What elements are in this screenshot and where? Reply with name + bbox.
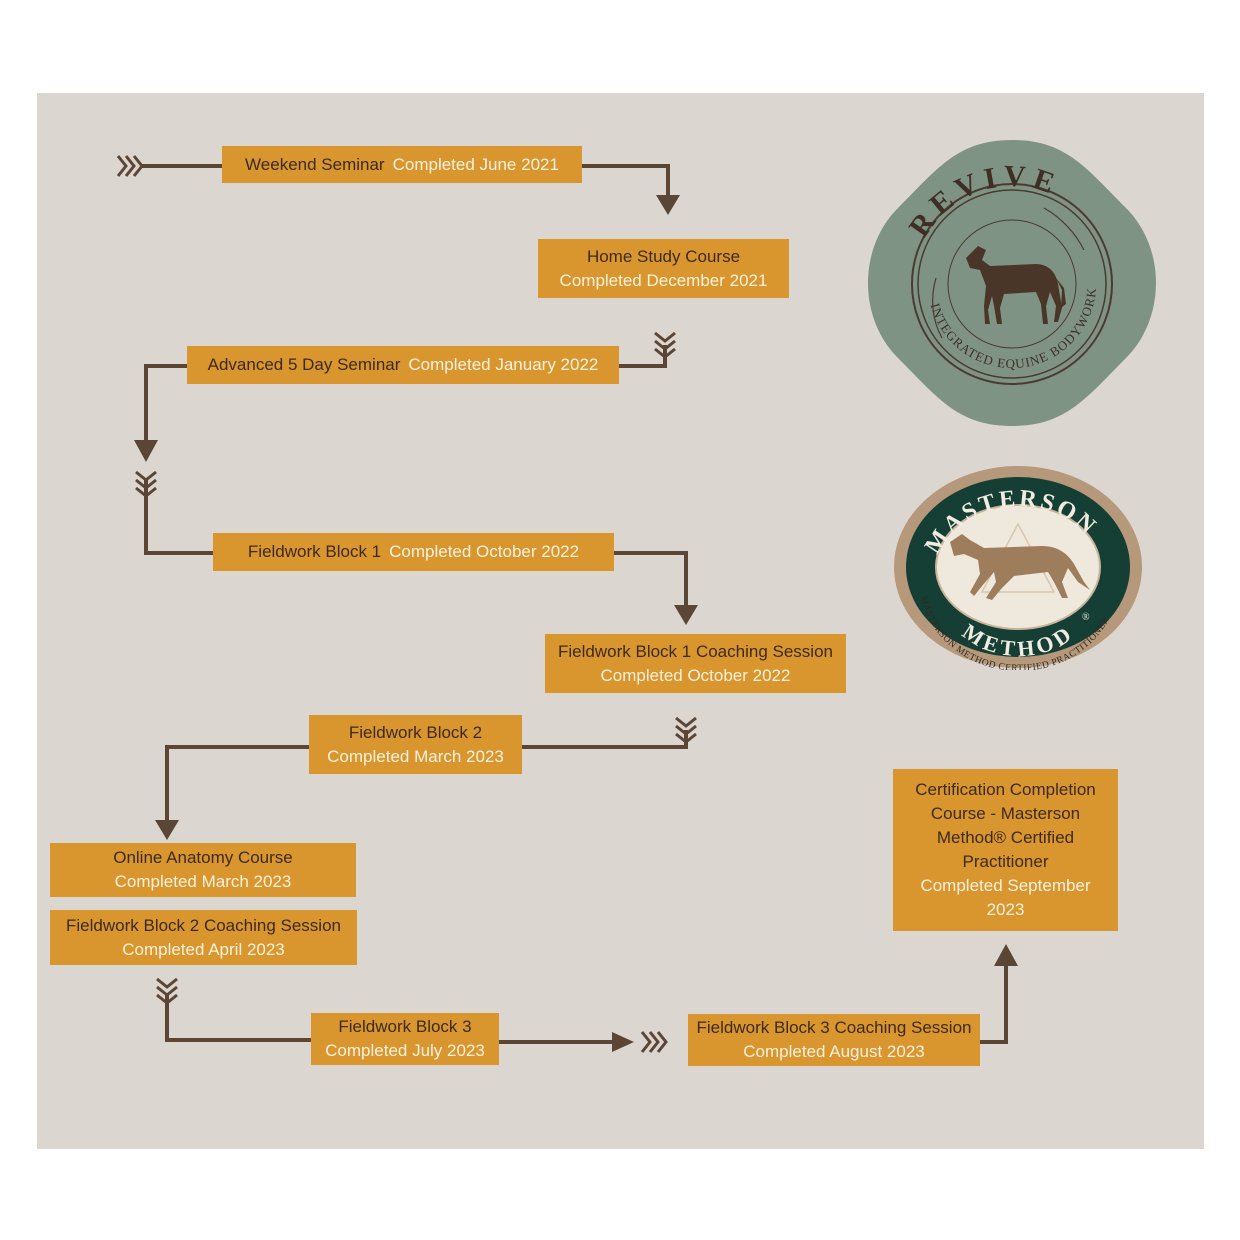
step-completed: Completed June 2021 bbox=[392, 154, 559, 174]
fletching-icon bbox=[640, 1031, 668, 1053]
step-completed: Completed October 2022 bbox=[389, 542, 580, 561]
step-completed: Completed March 2023 bbox=[327, 746, 504, 766]
step-title: Advanced 5 Day Seminar bbox=[207, 355, 401, 374]
fletching-icon bbox=[675, 716, 697, 744]
step-title: Fieldwork Block 2 Coaching Session bbox=[66, 915, 341, 935]
step-completed-line: 2023 bbox=[986, 900, 1025, 919]
step-completed: Completed October 2022 bbox=[600, 665, 791, 685]
step-fieldwork-block-2-coaching: Fieldwork Block 2 Coaching Session Compl… bbox=[50, 910, 357, 965]
step-completed: Completed April 2023 bbox=[122, 939, 285, 959]
step-fieldwork-block-2: Fieldwork Block 2 Completed March 2023 bbox=[309, 715, 522, 774]
connector-3-4 bbox=[144, 480, 213, 555]
step-title: Fieldwork Block 1 Coaching Session bbox=[558, 641, 833, 661]
horse-icon bbox=[966, 246, 1066, 324]
arrowhead-up-1 bbox=[994, 944, 1018, 966]
step-weekend-seminar: Weekend Seminar Completed June 2021 bbox=[222, 146, 582, 183]
fletching-icon bbox=[156, 977, 178, 1005]
fletching-icon bbox=[135, 470, 157, 498]
step-completed: Completed July 2023 bbox=[325, 1041, 485, 1060]
step-title-line: Certification Completion bbox=[915, 780, 1096, 799]
step-title: Online Anatomy Course bbox=[113, 848, 293, 867]
step-title-line: Method® Certified bbox=[936, 828, 1075, 847]
connector-5-6 bbox=[522, 730, 688, 749]
step-title: Fieldwork Block 3 bbox=[338, 1017, 472, 1036]
arrowhead-down-4 bbox=[155, 820, 179, 840]
masterson-logo: MASTERSON METHOD ® MASTERSON METHOD CERT… bbox=[894, 466, 1142, 670]
step-fieldwork-block-3: Fieldwork Block 3 Completed July 2023 bbox=[311, 1013, 499, 1065]
step-title: Fieldwork Block 1 bbox=[247, 542, 382, 561]
step-fieldwork-block-3-coaching: Fieldwork Block 3 Coaching Session Compl… bbox=[688, 1014, 980, 1066]
arrowhead-down-3 bbox=[674, 605, 698, 625]
connector-2-3 bbox=[618, 345, 667, 368]
revive-logo: REVIVE INTEGRATED EQUINE BODYWORK bbox=[868, 140, 1156, 426]
fletching-icon bbox=[116, 155, 144, 177]
step-online-anatomy-course: Online Anatomy Course Completed March 20… bbox=[50, 843, 356, 897]
step-title: Fieldwork Block 2 bbox=[348, 722, 483, 742]
registered-mark: ® bbox=[1082, 612, 1090, 623]
step-title-line: Course - Masterson bbox=[930, 804, 1081, 823]
step-completed: Completed March 2023 bbox=[114, 872, 292, 891]
step-completed: Completed January 2022 bbox=[408, 355, 599, 374]
step-completed: Completed August 2023 bbox=[743, 1042, 925, 1061]
step-completed-line: Completed September bbox=[920, 876, 1091, 895]
connector-8-9 bbox=[165, 995, 311, 1042]
step-fieldwork-block-1-coaching: Fieldwork Block 1 Coaching Session Compl… bbox=[545, 634, 846, 693]
connector-10-11 bbox=[980, 962, 1008, 1044]
connector-6-7 bbox=[165, 745, 309, 825]
step-title: Weekend Seminar bbox=[245, 154, 385, 174]
step-fieldwork-block-1: Fieldwork Block 1 Completed October 2022 bbox=[213, 533, 614, 571]
connector-3-down bbox=[144, 364, 188, 445]
step-title: Fieldwork Block 3 Coaching Session bbox=[696, 1018, 972, 1037]
horse-icon bbox=[950, 522, 1090, 600]
step-advanced-5-day-seminar: Advanced 5 Day Seminar Completed January… bbox=[187, 346, 619, 384]
arrowhead-right-1 bbox=[612, 1032, 634, 1052]
step-title: Home Study Course bbox=[586, 246, 741, 266]
step-title-line: Practitioner bbox=[962, 852, 1049, 871]
arrowhead-down-1 bbox=[656, 195, 680, 215]
leaf-icon bbox=[932, 207, 1085, 339]
connector-4-5 bbox=[613, 551, 688, 610]
arrowhead-down-2 bbox=[134, 440, 158, 462]
step-completed: Completed December 2021 bbox=[559, 270, 768, 290]
step-certification-completion: Certification Completion Course - Master… bbox=[893, 769, 1118, 931]
connector-1-2 bbox=[582, 164, 670, 200]
step-home-study-course: Home Study Course Completed December 202… bbox=[538, 239, 789, 298]
fletching-icon bbox=[654, 331, 676, 359]
